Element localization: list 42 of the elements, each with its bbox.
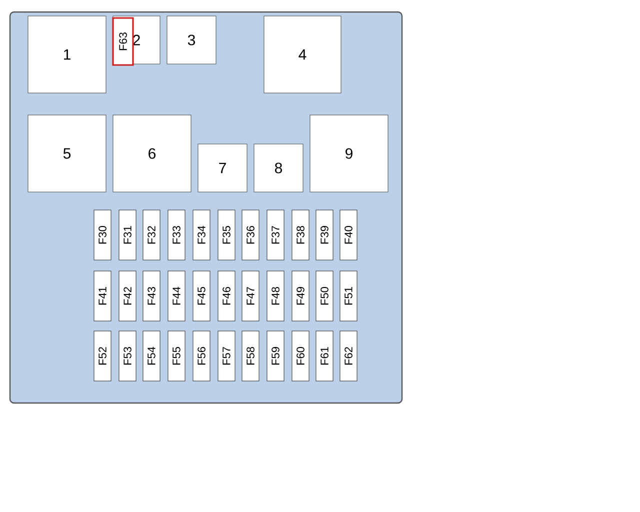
fuse-box: F62 — [340, 330, 358, 382]
relay-box: 8 — [254, 144, 304, 192]
fuse-box: F53 — [118, 330, 136, 382]
relay-box: 5 — [28, 114, 106, 192]
fuse-box: F36 — [242, 210, 260, 260]
fuse-box: F40 — [340, 210, 358, 260]
fuse-box: F35 — [218, 210, 236, 260]
fuse-box: F33 — [168, 210, 186, 260]
fuse-box: F47 — [242, 270, 260, 322]
fuse-box: F51 — [340, 270, 358, 322]
fuse-box: F50 — [316, 270, 334, 322]
fuse-box: F42 — [118, 270, 136, 322]
fuse-box: F46 — [218, 270, 236, 322]
fuse-box: F54 — [142, 330, 160, 382]
fuse-box: F32 — [142, 210, 160, 260]
fuse-box: F30 — [94, 210, 112, 260]
fuse-box: F60 — [292, 330, 310, 382]
relay-box: 1 — [28, 16, 106, 94]
relay-box: 9 — [310, 114, 388, 192]
relay-box: 4 — [264, 16, 342, 94]
fuse-box: F56 — [192, 330, 210, 382]
relay-box: 7 — [198, 144, 248, 192]
fuse-box: F48 — [266, 270, 284, 322]
fuse-box: F44 — [168, 270, 186, 322]
highlighted-fuse: F63 — [112, 17, 134, 66]
fuse-box: F31 — [118, 210, 136, 260]
fuse-box: F43 — [142, 270, 160, 322]
fuse-box: F38 — [292, 210, 310, 260]
fuse-box: F39 — [316, 210, 334, 260]
fuse-box: F37 — [266, 210, 284, 260]
fuse-box: F55 — [168, 330, 186, 382]
fuse-box: F59 — [266, 330, 284, 382]
fuse-box: F58 — [242, 330, 260, 382]
fuse-box: F61 — [316, 330, 334, 382]
fuse-box: F41 — [94, 270, 112, 322]
fuse-box: F52 — [94, 330, 112, 382]
fuse-box: F45 — [192, 270, 210, 322]
fuse-box: F34 — [192, 210, 210, 260]
fuse-box: F49 — [292, 270, 310, 322]
relay-box: 6 — [112, 114, 192, 192]
fuse-box: F57 — [218, 330, 236, 382]
relay-box: 3 — [166, 16, 216, 64]
